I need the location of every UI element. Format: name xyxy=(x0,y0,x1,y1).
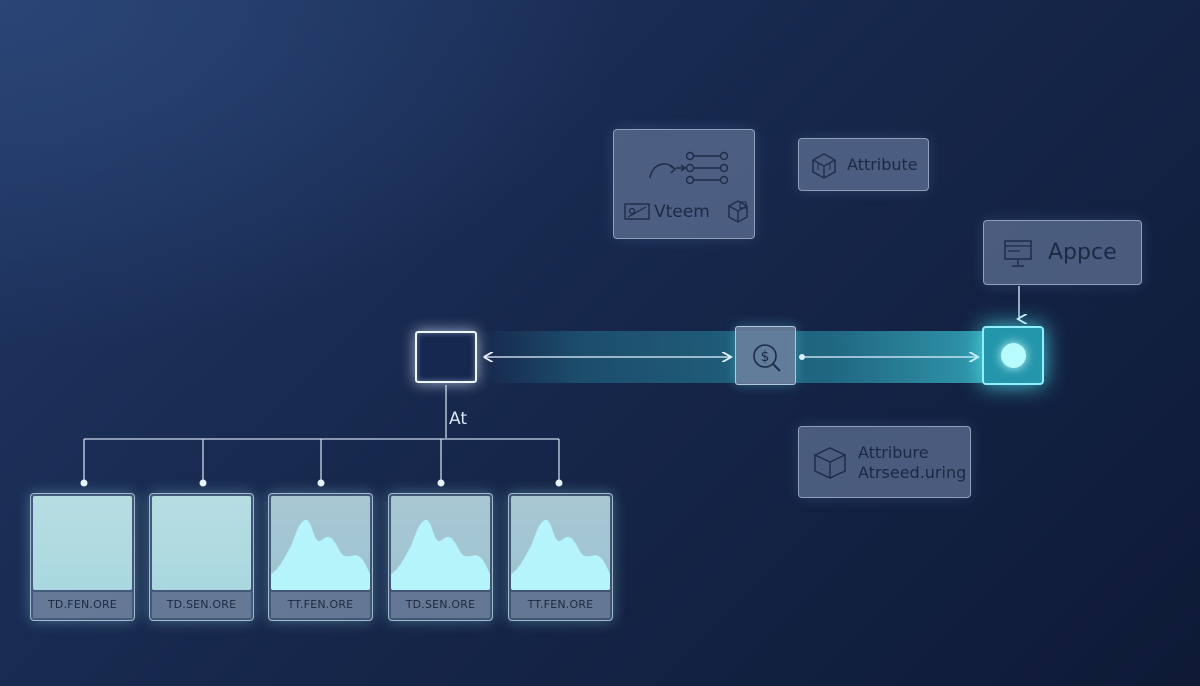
appce-panel[interactable]: Appce xyxy=(983,220,1142,285)
appce-label: Appce xyxy=(1048,240,1117,265)
drop-1-dot xyxy=(80,479,88,487)
link-dot-start xyxy=(799,354,805,360)
card-1[interactable]: TD.FEN.ORE xyxy=(30,493,135,621)
drop-3-dot xyxy=(317,479,325,487)
card-caption: TD.SEN.ORE xyxy=(405,598,476,611)
id-card-icon xyxy=(624,203,650,220)
drop-2-dot xyxy=(199,479,207,487)
attribute-panel[interactable]: Attribute xyxy=(798,138,929,191)
root-node[interactable] xyxy=(415,331,477,383)
card-3[interactable]: TT.FEN.ORE xyxy=(268,493,373,621)
card-fill-2 xyxy=(152,496,251,590)
card-caption-band xyxy=(271,592,370,618)
vteem-label: Vteem xyxy=(654,202,710,222)
area-chart-icon xyxy=(271,519,370,590)
card-caption: TT.FEN.ORE xyxy=(287,598,354,611)
drop-5-dot xyxy=(555,479,563,487)
card-caption: TD.FEN.ORE xyxy=(48,598,117,611)
dollar-search-icon: $ xyxy=(753,344,781,372)
monitor-icon xyxy=(1004,240,1032,267)
card-caption: TT.FEN.ORE xyxy=(527,598,594,611)
card-caption-band xyxy=(152,592,251,618)
attribute-label: Attribute xyxy=(847,155,918,174)
attribure-line2: Atrseed.uring xyxy=(858,463,967,482)
area-shape xyxy=(271,519,370,590)
attribure-panel[interactable]: Attribure Atrseed.uring xyxy=(798,426,971,498)
card-caption-band xyxy=(511,592,610,618)
end-node[interactable] xyxy=(982,326,1044,385)
card-caption-band xyxy=(33,592,132,618)
card-4[interactable]: TD.SEN.ORE xyxy=(388,493,493,621)
card-chart-3 xyxy=(271,496,370,590)
dot-icon xyxy=(1001,343,1026,368)
area-shape xyxy=(511,519,610,590)
card-fill-1 xyxy=(33,496,132,590)
area-shape xyxy=(391,519,490,590)
package-icon xyxy=(728,200,748,223)
area-chart-icon xyxy=(511,519,610,590)
drop-4-dot xyxy=(437,479,445,487)
center-label: At xyxy=(449,409,467,429)
cube-outline-icon xyxy=(814,447,846,479)
card-caption-band xyxy=(391,592,490,618)
card-5[interactable]: TT.FEN.ORE xyxy=(508,493,613,621)
attribure-line1: Attribure xyxy=(858,443,929,462)
dollar-node[interactable]: $ xyxy=(735,326,796,385)
vteem-panel[interactable]: Vteem xyxy=(613,129,755,239)
card-caption: TD.SEN.ORE xyxy=(166,598,237,611)
svg-text:$: $ xyxy=(761,349,770,365)
card-2[interactable]: TD.SEN.ORE xyxy=(149,493,254,621)
cube-icon xyxy=(812,153,836,179)
workflow-icon xyxy=(649,151,729,185)
card-chart-5 xyxy=(511,496,610,590)
area-chart-icon xyxy=(391,519,490,590)
card-chart-4 xyxy=(391,496,490,590)
